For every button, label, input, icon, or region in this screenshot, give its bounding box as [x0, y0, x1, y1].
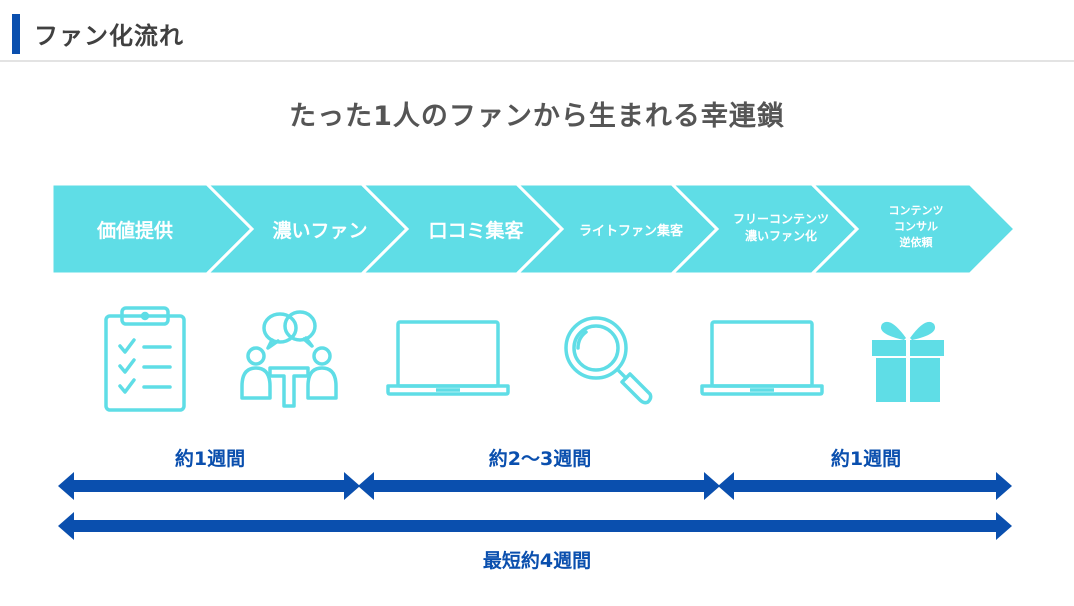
header-accent-bar [12, 14, 20, 54]
step-label-4: ライトファン集客 [578, 224, 683, 239]
gift-box-icon [872, 321, 944, 402]
duration-arrow-3 [718, 472, 1012, 500]
magnifier-icon [564, 316, 653, 405]
duration-arrow-2 [358, 472, 720, 500]
step-label-5: フリーコンテンツ 濃いファン化 [732, 212, 829, 243]
page-title: ファン化流れ [34, 22, 184, 50]
step-label-1: 価値提供 [96, 220, 173, 242]
subtitle: たった1人のファンから生まれる幸連鎖 [289, 101, 785, 132]
laptop-icon [386, 320, 510, 396]
meeting-people-icon [240, 310, 338, 408]
step-label-2: 濃いファン [272, 220, 368, 242]
chevron-6 [808, 182, 1018, 276]
duration-label-3: 約1週間 [830, 448, 902, 470]
step-label-6: コンテンツ コンサル 逆依頼 [888, 204, 944, 249]
total-arrow [58, 512, 1012, 540]
duration-label-2: 約2〜3週間 [488, 448, 592, 470]
total-duration-label: 最短約4週間 [482, 550, 592, 572]
clipboard-checklist-icon [104, 306, 186, 412]
duration-arrow-1 [58, 472, 360, 500]
laptop-icon [700, 320, 824, 396]
duration-label-1: 約1週間 [174, 448, 246, 470]
step-label-3: 口コミ集客 [428, 220, 524, 242]
header: ファン化流れ [0, 0, 1074, 62]
